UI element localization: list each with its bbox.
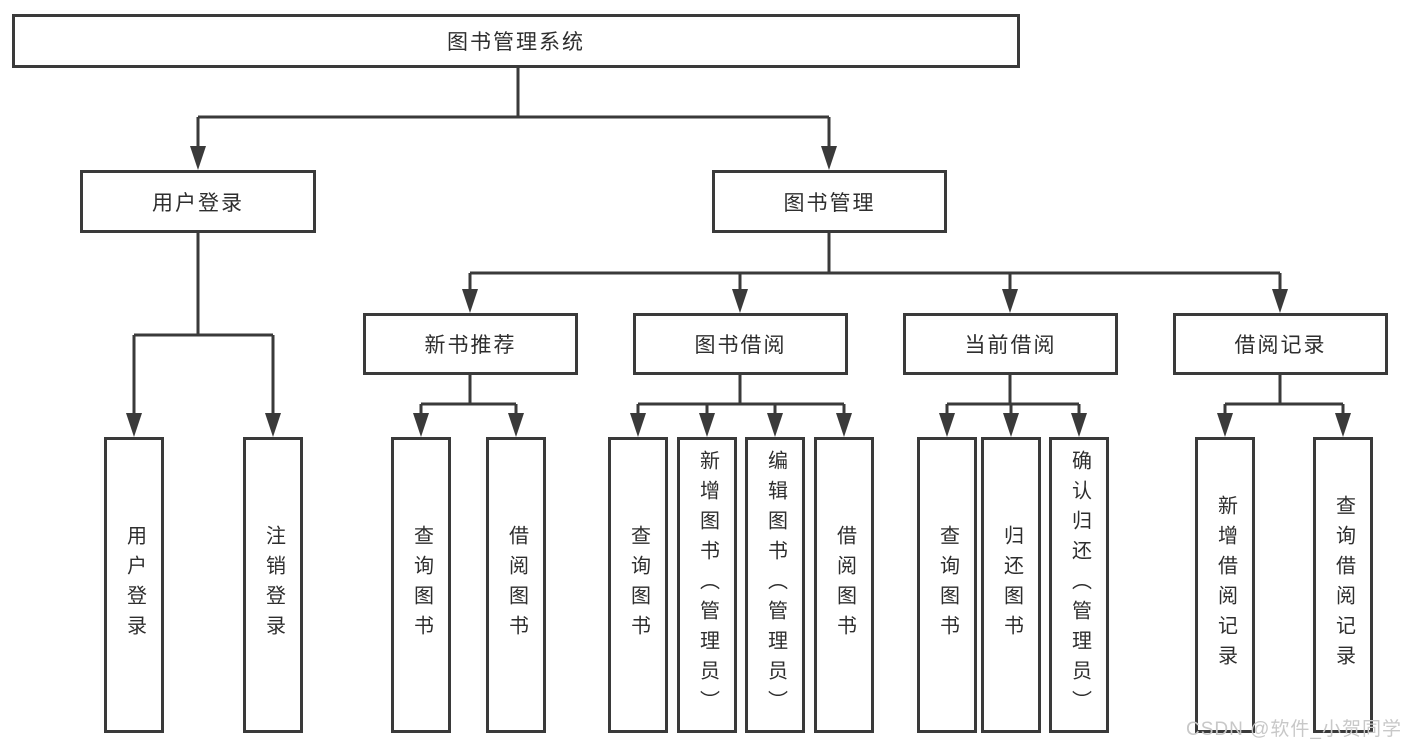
leaf-add-books-admin: 新增图书（管理员） (677, 437, 737, 733)
leaf-edit-books-admin: 编辑图书（管理员） (745, 437, 805, 733)
leaf-add-borrow-record: 新增借阅记录 (1195, 437, 1255, 733)
node-label: 编辑图书（管理员） (764, 450, 787, 720)
node-book-borrowing: 图书借阅 (633, 313, 848, 375)
leaf-logout: 注销登录 (243, 437, 303, 733)
node-new-book-recommendation: 新书推荐 (363, 313, 578, 375)
connector-current-borrowing-children (939, 375, 1087, 437)
node-label: 确认归还（管理员） (1068, 450, 1091, 720)
node-label: 注销登录 (262, 525, 285, 645)
node-book-management: 图书管理 (712, 170, 947, 233)
connector-user-login-children (126, 233, 281, 437)
leaf-query-books-recommend: 查询图书 (391, 437, 451, 733)
leaf-query-books-current: 查询图书 (917, 437, 977, 733)
leaf-query-books-borrowing: 查询图书 (608, 437, 668, 733)
node-label: 查询借阅记录 (1332, 495, 1355, 675)
node-label: 新增借阅记录 (1214, 495, 1237, 675)
node-label: 借阅记录 (1234, 334, 1327, 357)
node-current-borrowing: 当前借阅 (903, 313, 1118, 375)
node-user-login: 用户登录 (80, 170, 316, 233)
node-label: 用户登录 (123, 525, 146, 645)
node-library-management-system: 图书管理系统 (12, 14, 1020, 68)
leaf-borrow-books-borrowing: 借阅图书 (814, 437, 874, 733)
node-label: 当前借阅 (964, 334, 1057, 357)
connector-root-to-level2 (190, 68, 837, 170)
node-label: 图书管理 (783, 191, 876, 215)
node-label: 查询图书 (936, 525, 959, 645)
connector-book-management-children (462, 233, 1288, 313)
leaf-confirm-return-admin: 确认归还（管理员） (1049, 437, 1109, 733)
connector-new-book-children (413, 375, 524, 437)
node-label: 借阅图书 (505, 525, 528, 645)
node-label: 图书借阅 (694, 334, 787, 357)
leaf-user-login: 用户登录 (104, 437, 164, 733)
node-label: 新增图书（管理员） (696, 450, 719, 720)
node-borrowing-records: 借阅记录 (1173, 313, 1388, 375)
node-label: 查询图书 (410, 525, 433, 645)
node-label: 借阅图书 (833, 525, 856, 645)
connector-book-borrowing-children (630, 375, 852, 437)
leaf-return-books: 归还图书 (981, 437, 1041, 733)
node-label: 用户登录 (152, 191, 244, 215)
connector-borrowing-records-children (1217, 375, 1351, 437)
node-label: 图书管理系统 (447, 31, 585, 54)
node-label: 查询图书 (627, 525, 650, 645)
leaf-query-borrow-record: 查询借阅记录 (1313, 437, 1373, 733)
leaf-borrow-books-recommend: 借阅图书 (486, 437, 546, 733)
csdn-watermark: CSDN @软件_小贺同学 (1186, 719, 1402, 740)
node-label: 归还图书 (1000, 525, 1023, 645)
node-label: 新书推荐 (424, 334, 517, 357)
